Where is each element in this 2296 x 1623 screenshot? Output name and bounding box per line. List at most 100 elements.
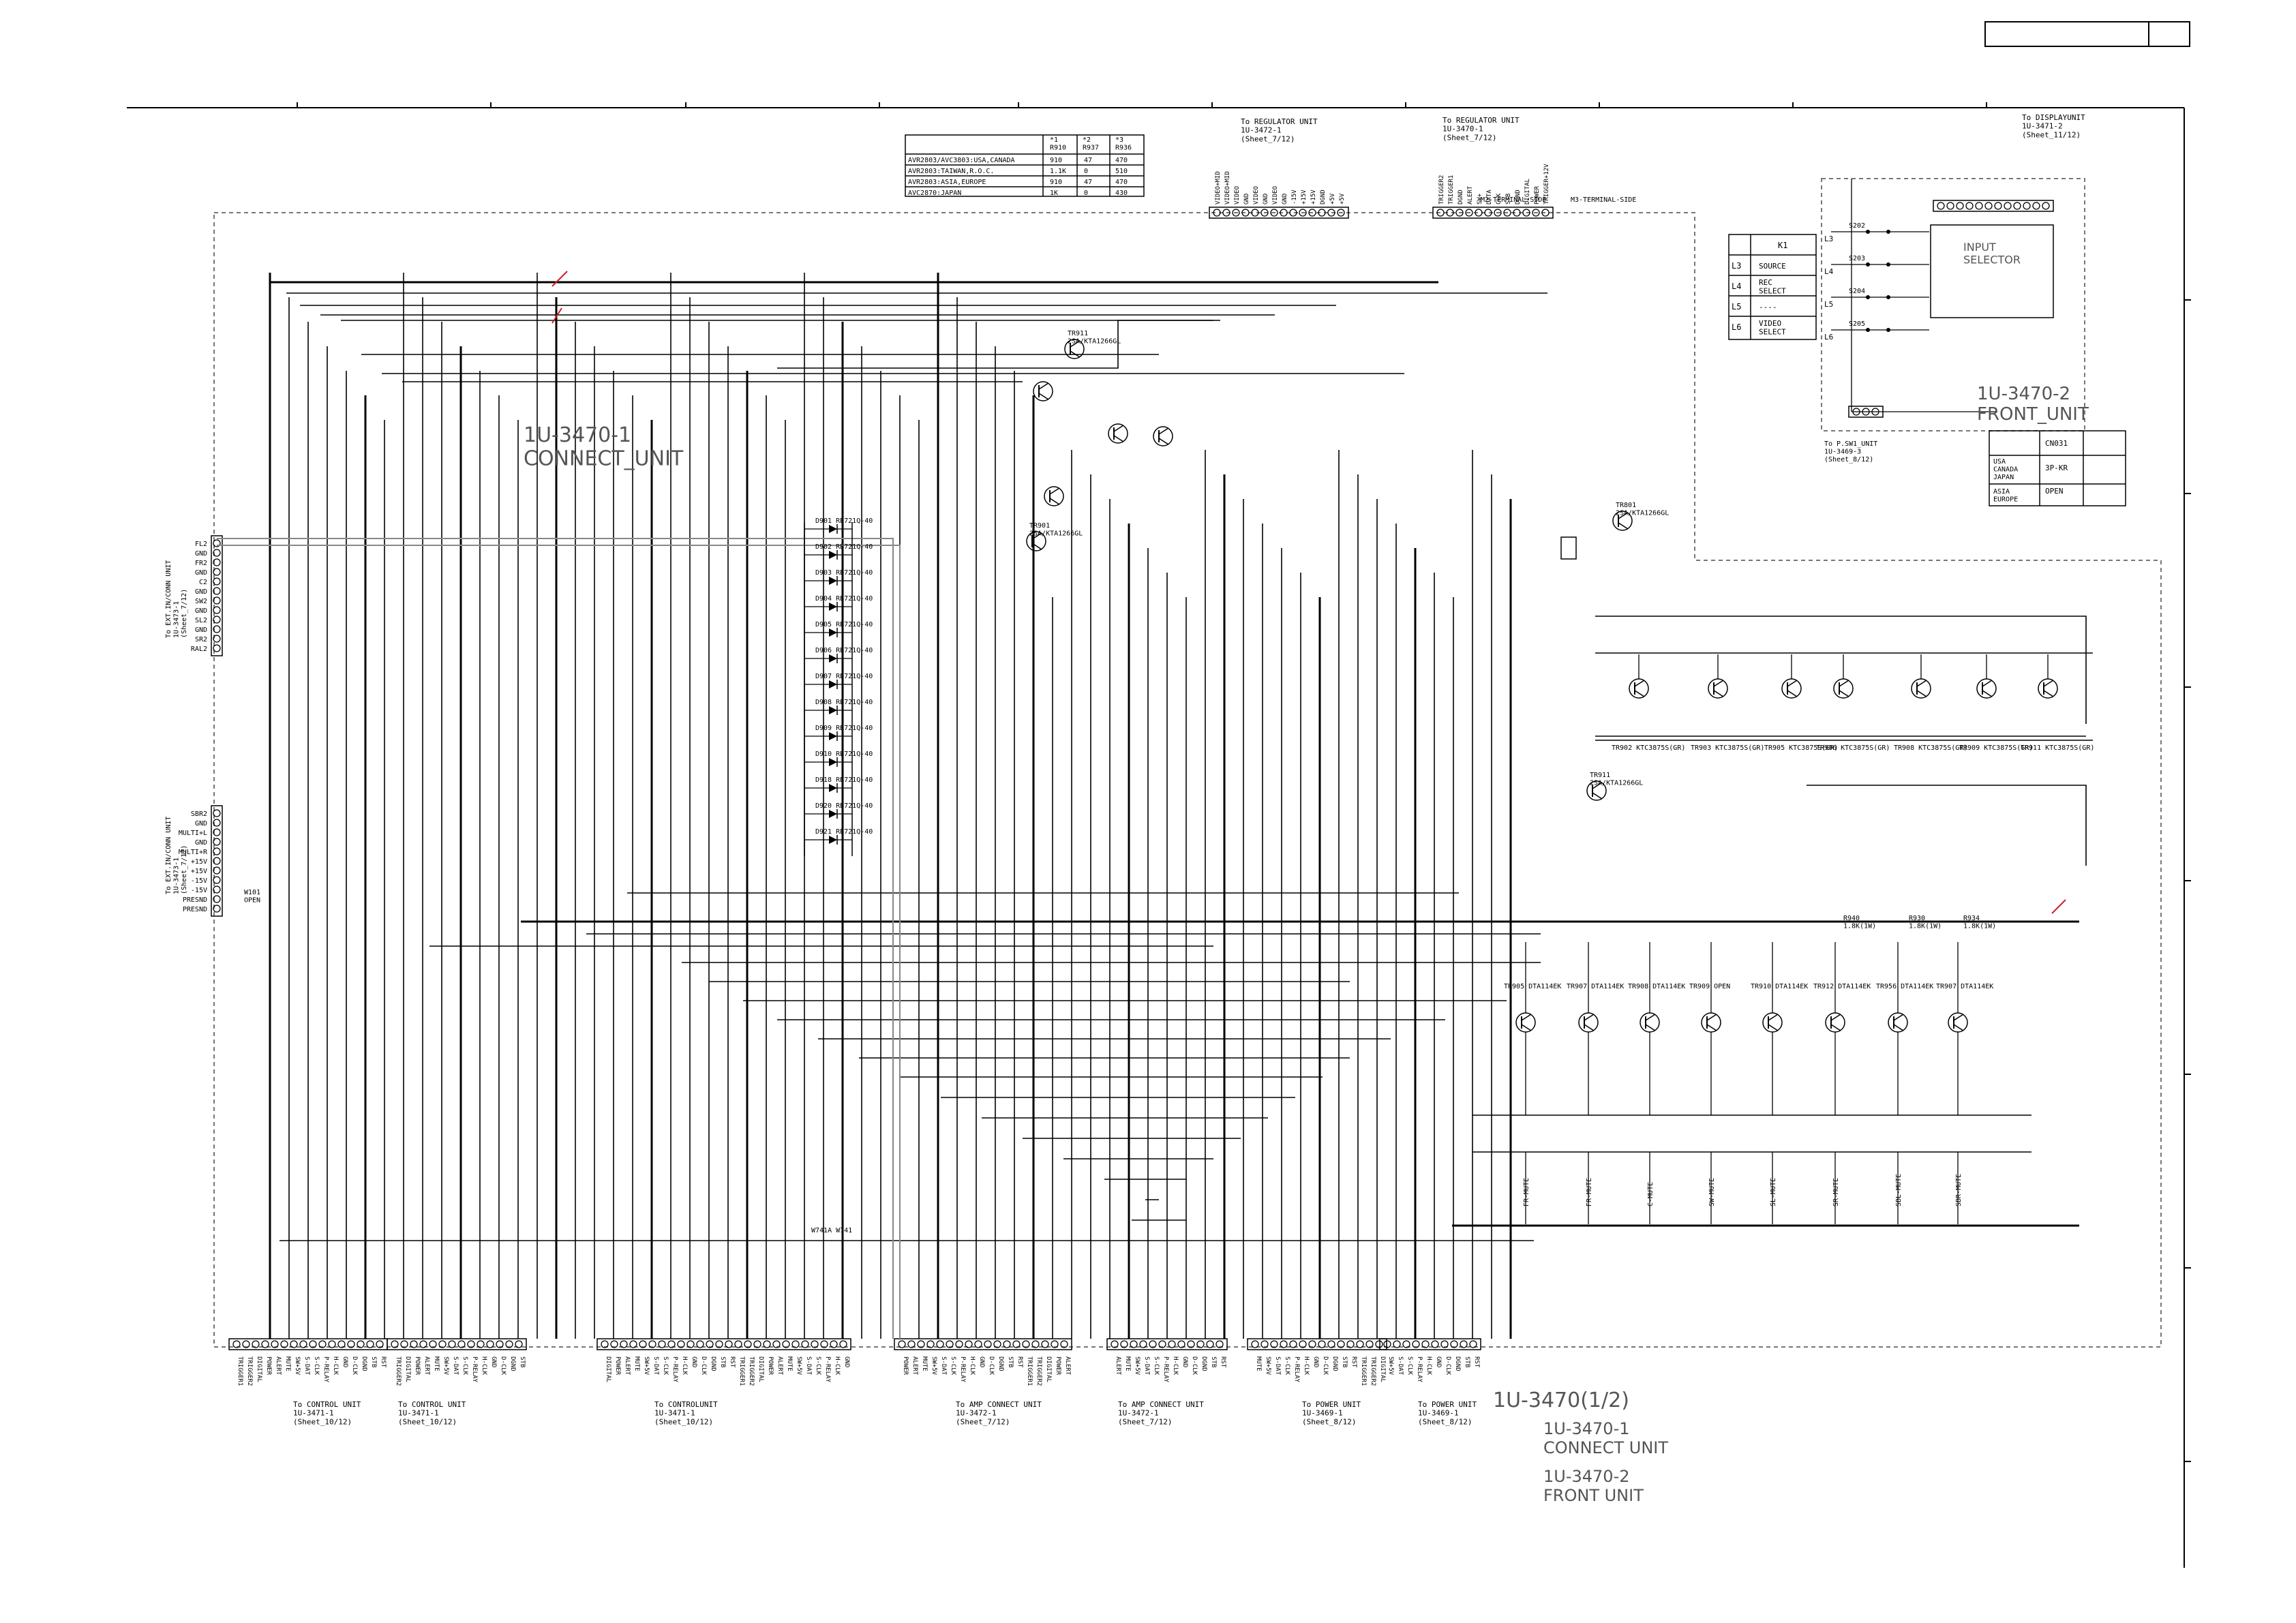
bottom-pin-name: SW+5V <box>643 1356 650 1376</box>
top-pin-name: DGND <box>1320 189 1327 204</box>
k1-row-id: L5 <box>1732 302 1741 312</box>
variant-table-r936: 470 <box>1115 179 1128 186</box>
sub-title-4: FRONT UNIT <box>1543 1486 1644 1505</box>
transistor-row1-label: TR905 KTC3875S(GR) <box>1764 744 1838 752</box>
left-pin-name: SR2 <box>195 636 207 643</box>
bottom-pin-name: S-CLK <box>462 1356 468 1376</box>
bottom-pin-name: S-CLK <box>950 1356 956 1376</box>
transistor-row1-label: TR903 KTC3875S(GR) <box>1691 744 1764 752</box>
bottom-pin-name: P-RELAY <box>1162 1356 1169 1383</box>
transistor-tr905 <box>1153 426 1173 446</box>
bottom-pin-name: MUTE <box>786 1356 793 1371</box>
bottom-pin-name: P-RELAY <box>824 1356 831 1383</box>
bottom-pin-name: ALERT <box>776 1356 783 1376</box>
bottom-pin-name: S-DAT <box>940 1356 947 1376</box>
bottom-pin-name: S-DAT <box>303 1356 310 1376</box>
left-pin-name: GND <box>195 569 207 577</box>
input-selector-box <box>1930 224 2054 318</box>
top-pin-name-2: DGND <box>1515 189 1522 204</box>
bottom-pin-name: MUTE <box>284 1356 291 1371</box>
variant-table-r937: 0 <box>1084 168 1088 175</box>
diode <box>804 809 852 819</box>
bottom-pin-name: SW+5V <box>294 1356 301 1376</box>
diode-label: D918 RB721Q-40 <box>815 776 873 784</box>
transistor-tr911 <box>1586 780 1607 801</box>
diode-label: D905 RB721Q-40 <box>815 621 873 628</box>
bottom-pin-name: DIGITAL <box>1045 1356 1052 1382</box>
left-pin-name: GND <box>195 588 207 596</box>
bottom-pin-name: S-CLK <box>662 1356 669 1376</box>
transistor-row2 <box>1825 1012 1845 1033</box>
bottom-pin-name: GND <box>691 1356 697 1367</box>
front-line-label: L3 <box>1824 234 1833 243</box>
diode <box>804 550 852 560</box>
bottom-pin-name: SW+5V <box>1265 1356 1271 1376</box>
bottom-pin-name: GND <box>342 1356 348 1367</box>
bottom-pin-name: GND <box>1435 1356 1442 1367</box>
left-pin-name: C2 <box>199 579 207 586</box>
diode-label: D920 RB721Q-40 <box>815 802 873 810</box>
bottom-pin-name: POWER <box>767 1356 774 1376</box>
page-frame <box>127 102 2191 1568</box>
left-pin-name: SW2 <box>195 598 207 605</box>
k1-row-id: L6 <box>1732 322 1741 332</box>
bottom-connector-4 <box>1106 1338 1228 1350</box>
transistor-row2-label: TR912 DTA114EK <box>1813 983 1871 990</box>
transistor-tr904 <box>1108 423 1128 444</box>
bottom-pin-name: DGND <box>361 1356 367 1371</box>
bottom-pin-name: DIGITAL <box>605 1356 611 1382</box>
bottom-pin-name: STB <box>1210 1356 1217 1367</box>
bottom-pin-name: H-CLK <box>1172 1356 1179 1376</box>
cn-row-value: CN031 <box>2045 439 2068 448</box>
bottom-pin-name: ALERT <box>1115 1356 1121 1376</box>
transistor-row2-label: TR908 DTA114EK <box>1628 983 1685 990</box>
variant-table-r910: 910 <box>1050 157 1062 164</box>
bottom-pin-name: ALERT <box>423 1356 430 1376</box>
left-pin-name-2: -15V <box>191 887 207 894</box>
net-label: SR-MUTE <box>1832 1178 1840 1207</box>
transistor-row2-label: TR909 OPEN <box>1689 983 1730 990</box>
bottom-pin-name: MUTE <box>921 1356 928 1371</box>
transistor-row2 <box>1762 1012 1783 1033</box>
transistor-row2-label: TR910 DTA114EK <box>1751 983 1808 990</box>
bottom-pin-name: H-CLK <box>1303 1356 1310 1376</box>
net-label: C-MUTE <box>1647 1182 1655 1207</box>
bottom-pin-name: MUTE <box>433 1356 440 1371</box>
top-pin-name: GND <box>1282 194 1288 204</box>
cn-row-value: OPEN <box>2045 487 2064 496</box>
connector-cn201 <box>1933 200 2054 212</box>
m3-terminal-label: M3-TERMINAL-SIDE <box>1571 196 1636 204</box>
bottom-pin-name: ALERT <box>1064 1356 1071 1376</box>
top-pin-name-2: TRIGGER1 <box>1448 175 1455 204</box>
to-ext-in-label-2: To EXT.IN/CONN UNIT1U-3473-1(Sheet_7/12) <box>165 817 188 894</box>
diode-label: D902 RB721Q-40 <box>815 543 873 551</box>
left-pin-name-2: GND <box>195 839 207 847</box>
diode <box>804 524 852 534</box>
top-pin-name: VIDEO <box>1253 186 1260 204</box>
left-pin-name-2: SBR2 <box>191 810 207 818</box>
bottom-pin-name: S-DAT <box>805 1356 812 1376</box>
bottom-pin-name: TRIGGER2 <box>395 1356 402 1386</box>
left-pin-name-2: -15V <box>191 877 207 885</box>
bottom-pin-name: S-DAT <box>452 1356 459 1376</box>
k1-row-func: ---- <box>1759 303 1777 312</box>
top-pin-name-2: TRIGGER+12V <box>1543 164 1550 204</box>
net-label: SBL-MUTE <box>1895 1174 1903 1207</box>
jumper-label: W741A W741 <box>811 1227 852 1234</box>
variant-table-model: AVR2803/AVC3803:USA,CANADA <box>908 157 1015 164</box>
front-switch-label: S205 <box>1849 320 1865 328</box>
connector-cn031 <box>1848 406 1884 418</box>
